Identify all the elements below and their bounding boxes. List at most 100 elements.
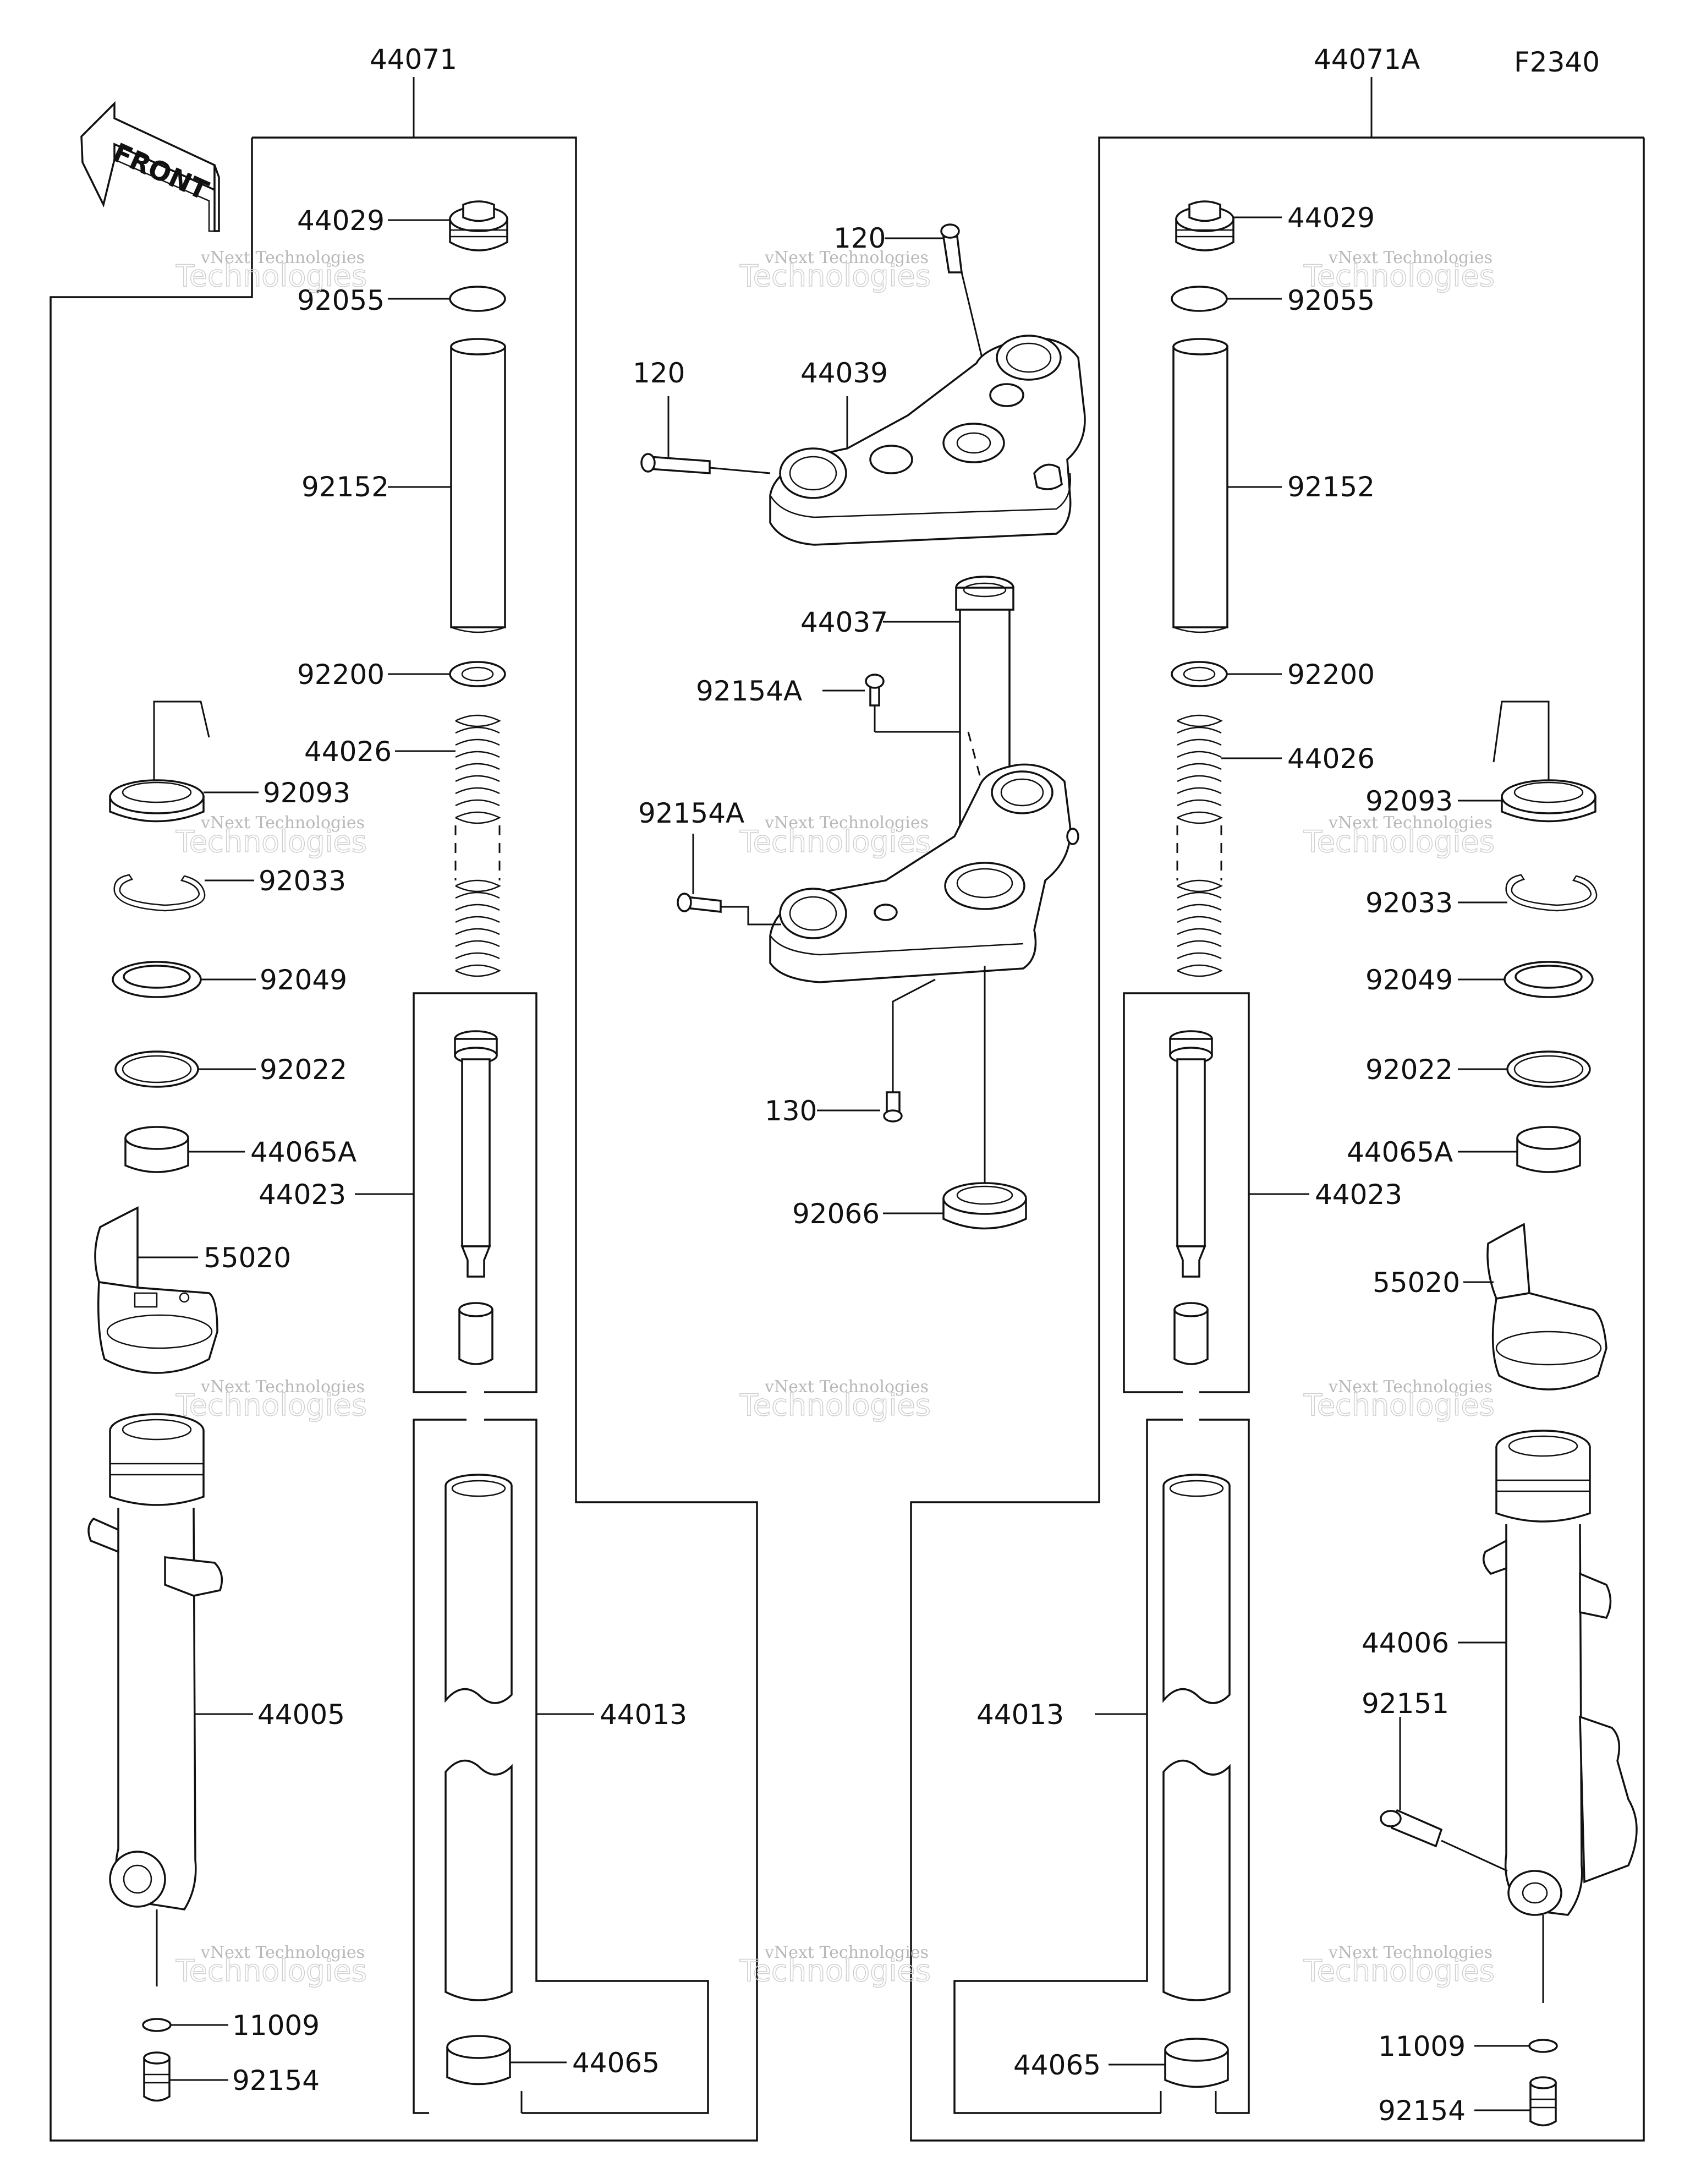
watermark-text: vNext Technologies — [764, 813, 929, 833]
spring-44026-right — [1176, 714, 1223, 977]
watermark-text: Technologies — [1303, 1953, 1495, 1988]
watermark-text: Technologies — [1303, 824, 1495, 859]
label-92200-right: 92200 — [1287, 659, 1375, 691]
label-92049-left: 92049 — [260, 964, 347, 996]
stem-lower-bracket-44037 — [769, 576, 1079, 983]
label-44029-right: 44029 — [1287, 202, 1375, 234]
inner-tube-44013-left — [445, 1474, 513, 2001]
watermark-text: vNext Technologies — [200, 813, 365, 833]
label-44065A-left: 44065A — [250, 1136, 356, 1168]
circlip-92033-left — [113, 874, 206, 912]
bolt-130 — [817, 978, 936, 1123]
bushing-44065-right — [1164, 2038, 1229, 2088]
label-92200-left: 92200 — [297, 659, 385, 691]
label-92154-left: 92154 — [232, 2065, 320, 2097]
watermark-text: Technologies — [175, 1953, 367, 1988]
label-44013-left: 44013 — [600, 1699, 687, 1731]
label-92049-right: 92049 — [1365, 964, 1453, 996]
screw-92154A-2 — [677, 834, 781, 926]
label-44065-left: 44065 — [572, 2047, 660, 2079]
label-11009-left: 11009 — [232, 2010, 320, 2041]
front-arrow-icon: FRONT — [80, 101, 220, 232]
label-120-top: 120 — [833, 222, 886, 254]
label-92022-right: 92022 — [1365, 1054, 1453, 1086]
washer-92200-right — [1171, 661, 1228, 687]
dust-seal-92093-left — [109, 700, 210, 823]
watermark-text: vNext Technologies — [764, 248, 929, 267]
label-44026-left: 44026 — [304, 736, 392, 768]
washer-92022-right — [1506, 1050, 1591, 1088]
label-92055-left: 92055 — [297, 284, 385, 316]
watermark-text: vNext Technologies — [764, 1377, 929, 1397]
watermark-text: vNext Technologies — [1328, 1377, 1493, 1397]
watermark-text: Technologies — [175, 824, 367, 859]
cylinder-44023-right — [1169, 1030, 1213, 1365]
watermark-text: Technologies — [1303, 1388, 1495, 1422]
o-ring-92055-right — [1171, 286, 1228, 312]
outer-tube-44006-right — [1482, 1430, 1638, 2003]
label-92154A-1: 92154A — [696, 675, 802, 707]
cylinder-44023-left — [454, 1030, 498, 1365]
gasket-11009-left — [142, 2018, 172, 2032]
watermark-text: vNext Technologies — [1328, 248, 1493, 267]
left-fork-frame — [50, 77, 758, 2142]
label-44065A-right: 44065A — [1347, 1136, 1453, 1168]
bolt-92154-left — [143, 2051, 171, 2102]
label-44037: 44037 — [800, 606, 888, 638]
watermark-text: vNext Technologies — [1328, 813, 1493, 833]
label-11009-right: 11009 — [1378, 2030, 1466, 2062]
bushing-44065-left — [446, 2035, 511, 2086]
inner-tube-44013-right — [1162, 1474, 1231, 2001]
label-44065-right: 44065 — [1013, 2049, 1101, 2081]
label-92033-left: 92033 — [259, 865, 346, 897]
label-44026-right: 44026 — [1287, 743, 1375, 775]
assembly-label-left: 44071 — [370, 43, 457, 75]
watermark-text: Technologies — [175, 1388, 367, 1422]
dust-seal-92093-right — [1493, 700, 1596, 823]
label-92154-right: 92154 — [1378, 2095, 1466, 2127]
fork-guard-55020-left — [94, 1206, 218, 1374]
assembly-label-right: 44071A — [1314, 43, 1420, 75]
watermarks: vNext Technologies Technologies vNext Te… — [175, 248, 1495, 1989]
right-fork-frame — [910, 77, 1645, 2142]
watermark-text: vNext Technologies — [1328, 1943, 1493, 1962]
outer-tube-44005-left — [87, 1413, 223, 1986]
watermark-text: Technologies — [739, 1388, 931, 1422]
watermark-text: Technologies — [739, 1953, 931, 1988]
bolt-120-top — [940, 223, 983, 358]
oil-seal-92049-right — [1504, 961, 1594, 998]
screw-92154A-1 — [822, 674, 885, 707]
bolt-92154-right — [1529, 2076, 1557, 2127]
circlip-92033-right — [1505, 874, 1598, 912]
bearing-92066 — [942, 966, 1027, 1230]
label-92033-right: 92033 — [1365, 887, 1453, 919]
bushing-44065A-right — [1516, 1126, 1581, 1173]
cap-bolt-44029-right — [1175, 200, 1234, 251]
right-fork-parts — [1162, 200, 1638, 2127]
label-120-left: 120 — [633, 357, 685, 389]
label-130: 130 — [765, 1095, 817, 1127]
label-44006-right: 44006 — [1362, 1627, 1449, 1659]
label-44039: 44039 — [800, 357, 888, 389]
fork-guard-55020-right — [1486, 1223, 1607, 1391]
part-labels: 44029 92055 92152 92200 44026 92093 9203… — [204, 202, 1466, 2127]
watermark-text: vNext Technologies — [200, 248, 365, 267]
washer-92200-left — [449, 661, 506, 687]
o-ring-92055-left — [449, 286, 506, 312]
bushing-44065A-left — [124, 1126, 189, 1173]
label-55020-right: 55020 — [1373, 1267, 1460, 1299]
bolt-92151-right — [1380, 1809, 1508, 1872]
watermark-text: Technologies — [175, 259, 367, 293]
gasket-11009-right — [1528, 2039, 1558, 2053]
oil-seal-92049-left — [112, 961, 202, 998]
label-92152-right: 92152 — [1287, 471, 1375, 503]
leader-lines — [138, 216, 1530, 2111]
label-44005-left: 44005 — [257, 1699, 345, 1731]
label-55020-left: 55020 — [204, 1242, 291, 1274]
watermark-text: vNext Technologies — [200, 1377, 365, 1397]
label-44029-left: 44029 — [297, 205, 385, 237]
bolt-120-left — [640, 396, 771, 474]
label-92154A-2: 92154A — [638, 797, 744, 829]
diagram-code: F2340 — [1514, 46, 1600, 78]
